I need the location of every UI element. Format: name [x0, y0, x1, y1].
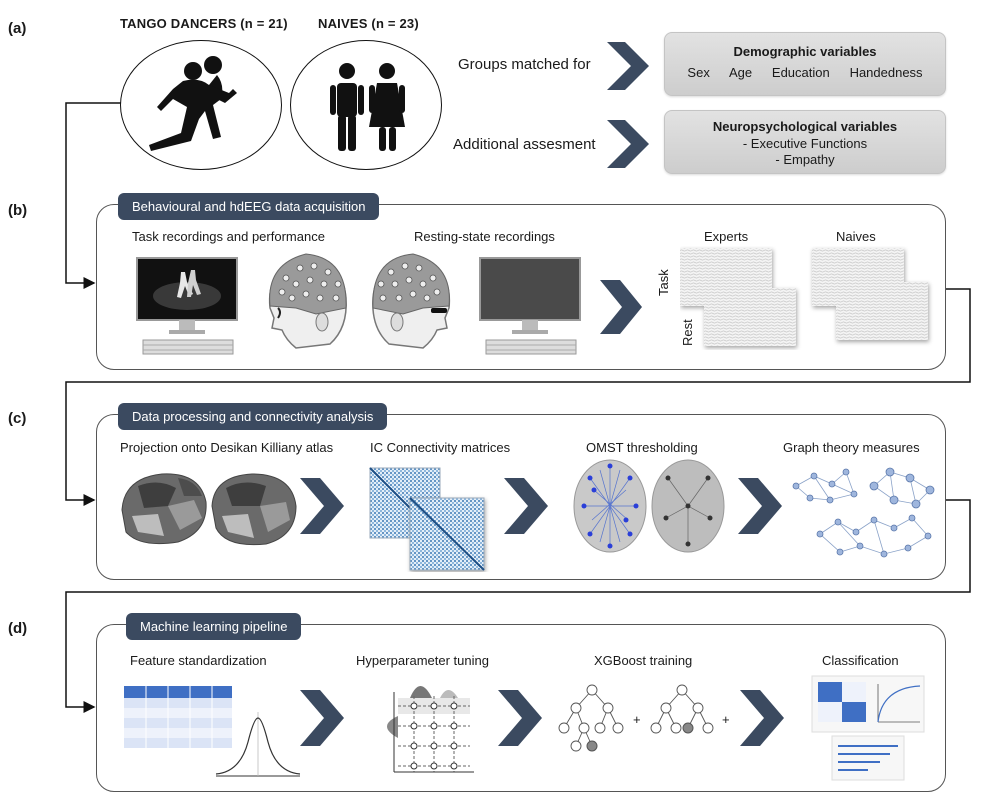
- demographic-variables-box: Demographic variables Sex Age Education …: [664, 32, 946, 96]
- task-computer-icon: [136, 257, 238, 355]
- chevron-arrow-icon: [300, 690, 344, 746]
- acquisition-title-tag: Behavioural and hdEEG data acquisition: [118, 193, 380, 220]
- demographic-box-title: Demographic variables: [733, 44, 877, 59]
- omst-caption: OMST thresholding: [586, 440, 698, 455]
- resting-recordings-caption: Resting-state recordings: [414, 229, 555, 244]
- groups-matched-label: Groups matched for: [458, 56, 591, 73]
- tango-dancers-icon: [149, 56, 237, 151]
- resting-computer-icon: [479, 257, 581, 355]
- naives-icon: [330, 63, 405, 151]
- eeg-cap-head-icon: [372, 253, 451, 349]
- xgboost-trees-icon: [558, 684, 714, 752]
- chevron-arrow-icon: [498, 690, 542, 746]
- chevron-arrow-icon: [607, 42, 649, 90]
- ml-title-tag: Machine learning pipeline: [126, 613, 302, 640]
- neuro-box-item-executive: - Executive Functions: [742, 136, 868, 151]
- panel-label-c: (c): [8, 410, 27, 427]
- chevron-arrow-icon: [600, 280, 642, 334]
- classification-caption: Classification: [822, 653, 899, 668]
- atlas-caption: Projection onto Desikan Killiany atlas: [120, 440, 334, 455]
- graph-networks-icon: [792, 467, 935, 558]
- neuro-box-item-empathy: - Empathy: [775, 152, 835, 167]
- omst-brain-networks-icon: [573, 459, 725, 553]
- task-axis-label: Task: [656, 269, 671, 296]
- neuropsychological-variables-box: Neuropsychological variables - Executive…: [664, 110, 946, 174]
- naives-oval: [290, 40, 442, 170]
- brain-atlas-icon: [121, 473, 297, 546]
- chevron-arrow-icon: [740, 690, 784, 746]
- tango-group-title: TANGO DANCERS (n = 21): [120, 16, 288, 31]
- naives-group-title: NAIVES (n = 23): [318, 16, 419, 31]
- tango-dancers-oval: [120, 40, 282, 170]
- chevron-arrow-icon: [607, 120, 649, 168]
- plus-sign: +: [633, 712, 641, 727]
- processing-title-tag: Data processing and connectivity analysi…: [118, 403, 388, 430]
- chevron-arrow-icon: [504, 478, 548, 534]
- xgboost-caption: XGBoost training: [594, 653, 693, 668]
- standardization-table-icon: [124, 686, 301, 777]
- chevron-arrow-icon: [738, 478, 782, 534]
- experts-caption: Experts: [704, 229, 749, 244]
- graph-caption: Graph theory measures: [783, 440, 920, 455]
- chevron-arrow-icon: [300, 478, 344, 534]
- demographic-box-items: Sex Age Education Handedness: [687, 65, 923, 80]
- connectivity-matrix-icon: [369, 467, 485, 571]
- tuning-caption: Hyperparameter tuning: [356, 653, 489, 668]
- panel-label-b: (b): [8, 202, 28, 219]
- eeg-traces-icon: [680, 248, 928, 346]
- neuro-box-title: Neuropsychological variables: [712, 119, 898, 134]
- standardization-caption: Feature standardization: [130, 653, 267, 668]
- hyperparameter-grid-icon: [387, 686, 474, 773]
- additional-assessment-label: Additional assesment: [453, 136, 596, 153]
- panel-label-a: (a): [8, 20, 27, 37]
- plus-sign: +: [722, 712, 730, 727]
- task-recordings-caption: Task recordings and performance: [132, 229, 325, 244]
- panel-label-d: (d): [8, 620, 28, 637]
- naives-caption: Naives: [836, 229, 876, 244]
- matrices-caption: IC Connectivity matrices: [370, 440, 511, 455]
- eeg-cap-head-icon: [268, 253, 347, 349]
- classification-results-icon: [811, 675, 925, 781]
